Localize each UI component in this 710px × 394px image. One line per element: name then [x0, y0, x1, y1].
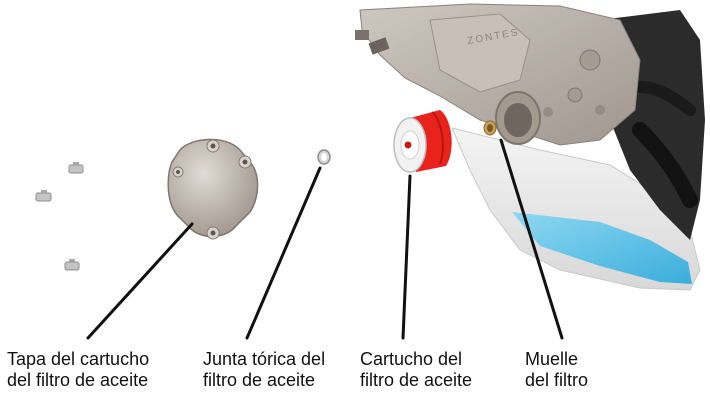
label-muelle-filtro: Muelle del filtro [525, 349, 588, 391]
label-junta-torica: Junta tórica del filtro de aceite [203, 349, 325, 391]
leader-line-muelle [499, 138, 564, 340]
filter-cover [167, 138, 259, 240]
leader-line-cartucho [401, 174, 412, 340]
label-tapa-line1: Tapa del cartucho [7, 349, 150, 369]
label-junta-line1: Junta tórica del [203, 349, 326, 369]
leader-line-junta [245, 166, 322, 340]
label-junta-line2: filtro de aceite [203, 370, 316, 390]
label-tapa-line2: del filtro de aceite [7, 370, 149, 390]
cover-bolts [35, 162, 84, 271]
oil-filter-cartridge [393, 110, 452, 173]
leader-line-tapa [86, 222, 194, 340]
fairing-blue-accent [512, 212, 692, 284]
label-muelle-line1: Muelle [525, 349, 579, 369]
label-muelle-line2: del filtro [525, 370, 589, 390]
filter-spring [483, 120, 497, 136]
label-cartucho-filtro: Cartucho del filtro de aceite [360, 349, 472, 391]
motorcycle-engine: ZONTES [355, 3, 705, 291]
bolt-icon [68, 162, 84, 174]
label-cartucho-line1: Cartucho del [360, 349, 463, 369]
o-ring [317, 149, 331, 165]
bolt-icon [64, 259, 80, 271]
label-tapa-cartucho: Tapa del cartucho del filtro de aceite [7, 349, 149, 391]
label-cartucho-line2: filtro de aceite [360, 370, 473, 390]
leader-lines [86, 138, 564, 340]
bolt-icon [35, 190, 52, 202]
